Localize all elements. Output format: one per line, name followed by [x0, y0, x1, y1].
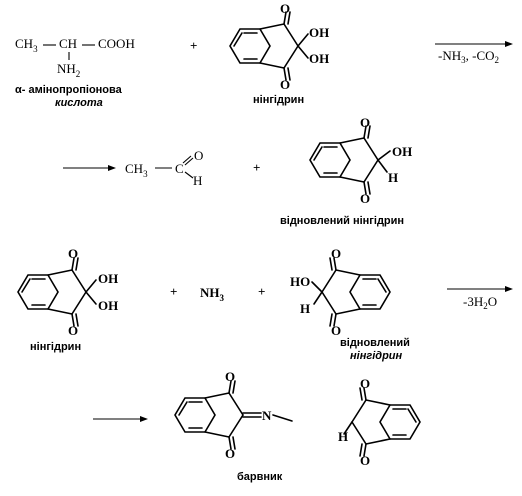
alanine-structure: CH3 CH COOH NH2 — [15, 36, 135, 79]
svg-text:O: O — [360, 115, 370, 130]
ninhydrin-o-top: O — [280, 1, 290, 16]
arrow-3-label: -3H2O — [463, 294, 497, 311]
dye-right-indanedione — [343, 387, 421, 457]
svg-text:O: O — [225, 446, 235, 461]
reduced-caption-3: нінгідрин — [350, 350, 403, 362]
reaction-arrow-2 — [63, 165, 116, 171]
svg-text:O: O — [68, 246, 78, 261]
svg-text:O: O — [194, 148, 203, 163]
svg-text:O: O — [225, 369, 235, 384]
dye-n: N — [262, 408, 272, 423]
ninhydrin-caption: нінгідрин — [253, 94, 304, 106]
plus-sign: + — [258, 284, 265, 299]
ninhydrin-oh-1: OH — [309, 25, 329, 40]
dye-caption: барвник — [237, 471, 283, 483]
dye-left-indanedione — [174, 380, 262, 450]
arrow-1-label: -NH3, -CO2 — [438, 48, 499, 65]
svg-text:OH: OH — [98, 271, 118, 286]
svg-text:OH: OH — [98, 298, 118, 313]
reduced-h: H — [300, 301, 310, 316]
reaction-arrow-3 — [447, 286, 513, 292]
reduced-ho: HO — [290, 274, 310, 289]
svg-text:O: O — [331, 323, 341, 338]
ninhydrin-structure-2 — [17, 257, 97, 327]
plus-sign: + — [253, 160, 260, 175]
ammonia: NH3 — [200, 285, 225, 303]
alanine-cooh: COOH — [98, 36, 135, 51]
reaction-arrow-1 — [435, 41, 513, 47]
ninhydrin-caption-2: нінгідрин — [30, 341, 81, 353]
svg-text:O: O — [360, 191, 370, 206]
svg-text:O: O — [360, 453, 370, 468]
svg-text:C: C — [175, 161, 184, 176]
ninhydrin-o-bottom: O — [280, 77, 290, 92]
alanine-nh2: NH2 — [57, 61, 80, 79]
alanine-caption: α- амінопропіонова — [15, 84, 123, 96]
ninhydrin-structure — [229, 11, 309, 81]
reduced-ninhydrin-structure — [309, 125, 391, 195]
reduced-h: H — [388, 170, 398, 185]
svg-text:O: O — [360, 376, 370, 391]
reaction-arrow-4 — [93, 416, 148, 422]
alanine-ch: CH — [59, 36, 77, 51]
reduced-ninhydrin-caption: відновлений нінгідрин — [280, 215, 404, 227]
ninhydrin-oh-2: OH — [309, 51, 329, 66]
svg-text:CH3: CH3 — [125, 161, 148, 179]
reduced-oh: OH — [392, 144, 412, 159]
plus-sign: + — [190, 38, 197, 53]
reduced-ninhydrin-structure-2 — [311, 257, 391, 327]
alanine-caption-2: кислота — [55, 97, 103, 109]
acetaldehyde-structure: CH3 C O H — [125, 148, 203, 188]
plus-sign: + — [170, 284, 177, 299]
svg-text:H: H — [193, 173, 202, 188]
bond — [272, 414, 293, 422]
svg-text:O: O — [331, 246, 341, 261]
dye-h: H — [338, 429, 348, 444]
reduced-caption-2: відновлений — [340, 337, 410, 349]
svg-text:O: O — [68, 323, 78, 338]
alanine-ch3: CH3 — [15, 36, 38, 54]
